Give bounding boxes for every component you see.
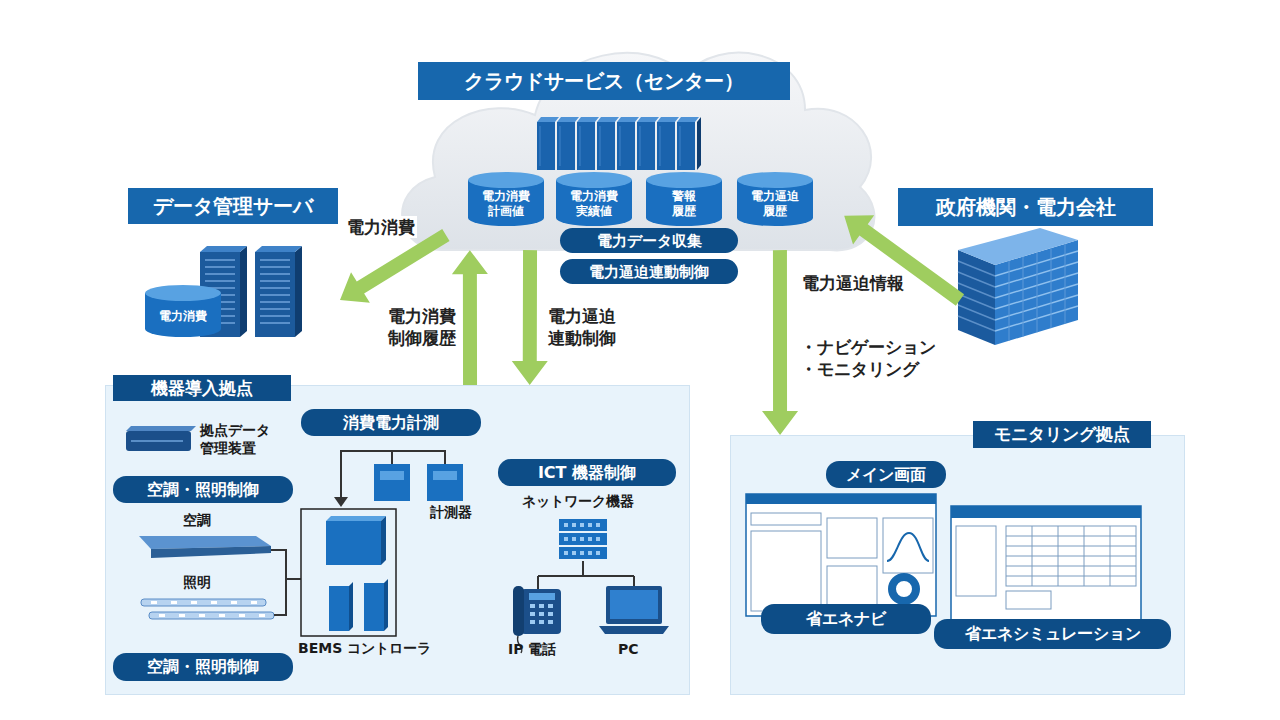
- node-label: 電力消費: [158, 309, 208, 324]
- label-slot: 計測器: [430, 504, 472, 522]
- node-label: メイン画面: [846, 465, 926, 484]
- heading-banner: モニタリング拠点: [973, 421, 1151, 448]
- heading-banner: 政府機関・電力会社: [898, 188, 1153, 226]
- facility-group: 政府機関・電力会社: [898, 188, 1153, 348]
- label-slot: ネットワーク機器: [522, 493, 634, 511]
- node-label: 空調・照明制御: [147, 657, 259, 676]
- storage-cylinder: 警報 履歴: [646, 172, 722, 226]
- flow-arrow: [340, 229, 450, 303]
- status-pill: 省エネナビ: [761, 604, 931, 634]
- part-label: 計測器: [430, 504, 472, 522]
- edge-label: 電力逼迫 連動制御: [546, 305, 626, 349]
- node-label: 空調・照明制御: [147, 480, 259, 499]
- label-slot: 電力逼迫 連動制御: [546, 305, 626, 349]
- heading-banner: クラウドサービス（センター）: [418, 62, 790, 100]
- node-label: 電力逼迫 履歴: [750, 189, 800, 219]
- node-label: 省エネシミュレーション: [965, 624, 1141, 643]
- storage-cylinder: 電力逼迫 履歴: [737, 172, 813, 226]
- flow-arrow: [512, 250, 548, 385]
- status-pill: 電力データ収集: [560, 228, 738, 253]
- node-label: 電力逼迫連動制御: [589, 263, 709, 281]
- edge-label: 電力消費 制御履歴: [378, 305, 458, 349]
- part-label: PC: [618, 641, 639, 659]
- node-label: 電力データ収集: [597, 232, 702, 250]
- part-label: IP 電話: [508, 641, 556, 659]
- label-slot: ・ナビゲーション ・モニタリング: [798, 336, 950, 380]
- node-label: ICT 機器制御: [538, 463, 636, 482]
- label-slot: BEMS コントローラ: [298, 640, 431, 658]
- label-slot: 電力逼迫情報: [800, 272, 906, 294]
- part-label: 拠点データ 管理装置: [200, 422, 284, 457]
- node-label: 電力消費 実績値: [569, 189, 619, 219]
- status-pill: 電力逼迫連動制御: [560, 259, 738, 284]
- label-slot: 空調: [183, 512, 211, 530]
- node-label: 警報 履歴: [659, 189, 709, 219]
- edge-label: 電力逼迫情報: [800, 272, 906, 294]
- label-slot: PC: [618, 641, 639, 659]
- node-label: 電力消費 計画値: [481, 189, 531, 219]
- edge-label: ・ナビゲーション ・モニタリング: [798, 336, 950, 380]
- storage-cylinder: 電力消費 計画値: [468, 172, 544, 226]
- part-label: 照明: [183, 574, 211, 592]
- label-slot: 電力消費: [345, 216, 417, 238]
- node-art: [731, 436, 1186, 696]
- label-slot: 拠点データ 管理装置: [200, 422, 284, 457]
- part-label: BEMS コントローラ: [298, 640, 431, 658]
- status-pill: メイン画面: [826, 461, 946, 488]
- part-label: 空調: [183, 512, 211, 530]
- label-slot: 電力消費 制御履歴: [378, 305, 458, 349]
- site-panel: モニタリング拠点メイン画面省エネナビ省エネシミュレーション: [730, 435, 1185, 695]
- status-pill: 空調・照明制御: [113, 476, 293, 503]
- part-label: ネットワーク機器: [522, 493, 634, 511]
- status-pill: 省エネシミュレーション: [934, 619, 1171, 649]
- status-pill: 空調・照明制御: [113, 653, 293, 681]
- label-slot: IP 電話: [508, 641, 556, 659]
- edge-label: 電力消費: [345, 216, 417, 238]
- heading-banner: 機器導入拠点: [113, 375, 291, 401]
- flow-arrow: [762, 250, 798, 435]
- facility-group: データ管理サーバ電力消費: [128, 188, 340, 338]
- status-pill: ICT 機器制御: [498, 459, 676, 486]
- storage-cylinder: 電力消費: [145, 285, 221, 337]
- cloud-region: クラウドサービス（センター） 電力消費 計画値 電力消費 実績値 警報 履歴 電力逼迫 …: [375, 15, 885, 290]
- heading-banner: データ管理サーバ: [128, 188, 338, 224]
- node-label: 省エネナビ: [806, 609, 886, 628]
- label-slot: 照明: [183, 574, 211, 592]
- node-label: 消費電力計測: [343, 413, 439, 432]
- storage-cylinder: 電力消費 実績値: [556, 172, 632, 226]
- status-pill: 消費電力計測: [301, 409, 481, 436]
